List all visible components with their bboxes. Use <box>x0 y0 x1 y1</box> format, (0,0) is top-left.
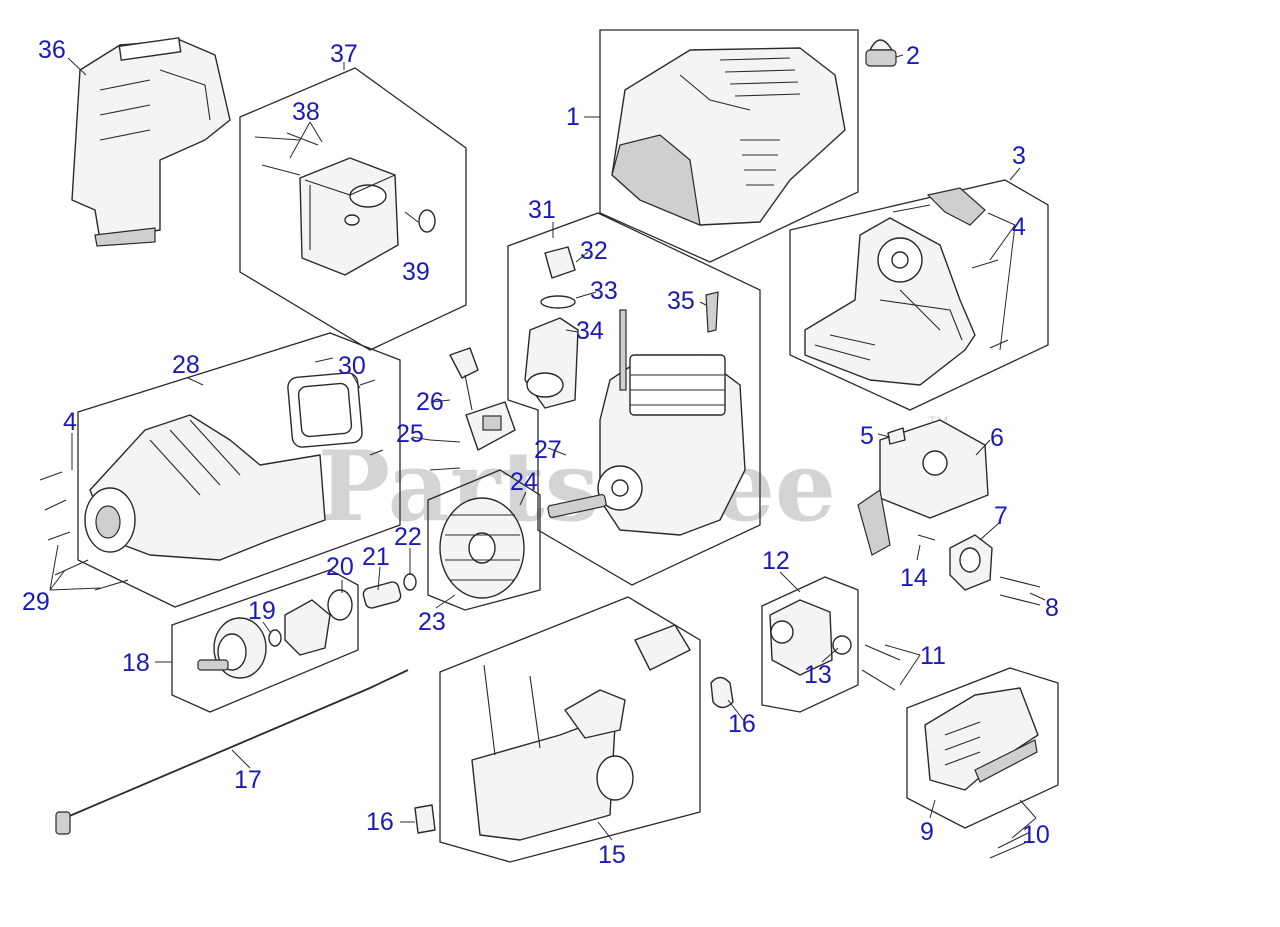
callout-39: 39 <box>402 258 430 286</box>
clutch-assembly-part <box>197 589 353 679</box>
callout-4-starter: 4 <box>1012 213 1026 241</box>
panel-carburetor-group <box>761 576 859 713</box>
fuel-tank-part <box>471 624 691 841</box>
callout-16-left: 16 <box>366 808 394 836</box>
shield-part <box>71 37 231 247</box>
callout-14: 14 <box>900 564 928 592</box>
primer-bulb-part <box>865 39 897 67</box>
callout-31: 31 <box>528 196 556 224</box>
throttle-cable-part <box>55 669 409 835</box>
panel-flywheel-group <box>427 469 541 611</box>
callout-32: 32 <box>580 237 608 265</box>
callout-37: 37 <box>330 40 358 68</box>
intake-manifold-part <box>857 419 989 556</box>
callout-13: 13 <box>804 661 832 689</box>
callout-12: 12 <box>762 547 790 575</box>
callout-21: 21 <box>362 543 390 571</box>
callout-11: 11 <box>920 642 946 670</box>
callout-19: 19 <box>248 597 276 625</box>
callout-29: 29 <box>22 588 50 616</box>
callout-26: 26 <box>416 388 444 416</box>
leader-lines <box>49 54 1046 841</box>
muffler-part <box>254 132 436 276</box>
callout-labels: 36 37 38 39 1 2 3 4 31 32 33 34 35 28 30… <box>22 36 1059 869</box>
callout-16-right: 16 <box>728 710 756 738</box>
callout-25: 25 <box>396 420 424 448</box>
recoil-starter-part <box>804 187 986 386</box>
panel-engine-cover-group <box>599 29 859 263</box>
ignition-coil-part <box>449 347 516 451</box>
screws-part <box>39 204 1041 859</box>
callout-3: 3 <box>1012 142 1026 170</box>
callout-10: 10 <box>1022 821 1050 849</box>
carburetor-part <box>769 599 901 691</box>
callout-8: 8 <box>1045 594 1059 622</box>
callout-38: 38 <box>292 98 320 126</box>
callout-27: 27 <box>534 436 562 464</box>
callout-28: 28 <box>172 351 200 379</box>
panel-clutch-housing-group <box>77 332 401 608</box>
spacer-part <box>362 573 417 609</box>
callout-20: 20 <box>326 553 354 581</box>
callout-4-housing: 4 <box>63 408 77 436</box>
fan-housing-part <box>84 372 363 561</box>
callout-2: 2 <box>906 42 920 70</box>
engine-block-part <box>524 246 746 536</box>
callout-23: 23 <box>418 608 446 636</box>
panel-engine-group <box>507 212 761 586</box>
callout-6: 6 <box>990 424 1004 452</box>
callout-7: 7 <box>994 502 1008 530</box>
panel-starter-group <box>789 179 1049 411</box>
callout-36: 36 <box>38 36 66 64</box>
callout-18: 18 <box>122 649 150 677</box>
callout-15: 15 <box>598 841 626 869</box>
panel-clutch-group <box>171 569 359 713</box>
panel-muffler-group <box>239 67 467 351</box>
flywheel-part <box>439 497 525 599</box>
callout-17: 17 <box>234 766 262 794</box>
callout-33: 33 <box>590 277 618 305</box>
callout-24: 24 <box>510 468 538 496</box>
callout-35: 35 <box>667 287 695 315</box>
watermark: PartsTree <box>318 430 836 543</box>
callout-9: 9 <box>920 818 934 846</box>
callout-34: 34 <box>576 317 604 345</box>
air-filter-cover-part <box>924 687 1039 791</box>
grommet-part <box>414 676 734 834</box>
callout-1: 1 <box>566 103 580 131</box>
callout-30: 30 <box>338 352 366 380</box>
panel-air-filter-group <box>906 667 1059 829</box>
engine-cover-part <box>611 47 846 226</box>
panel-fuel-tank-group <box>439 596 701 863</box>
insulator-part <box>949 534 993 591</box>
callout-5: 5 <box>860 422 874 450</box>
callout-22: 22 <box>394 523 422 551</box>
